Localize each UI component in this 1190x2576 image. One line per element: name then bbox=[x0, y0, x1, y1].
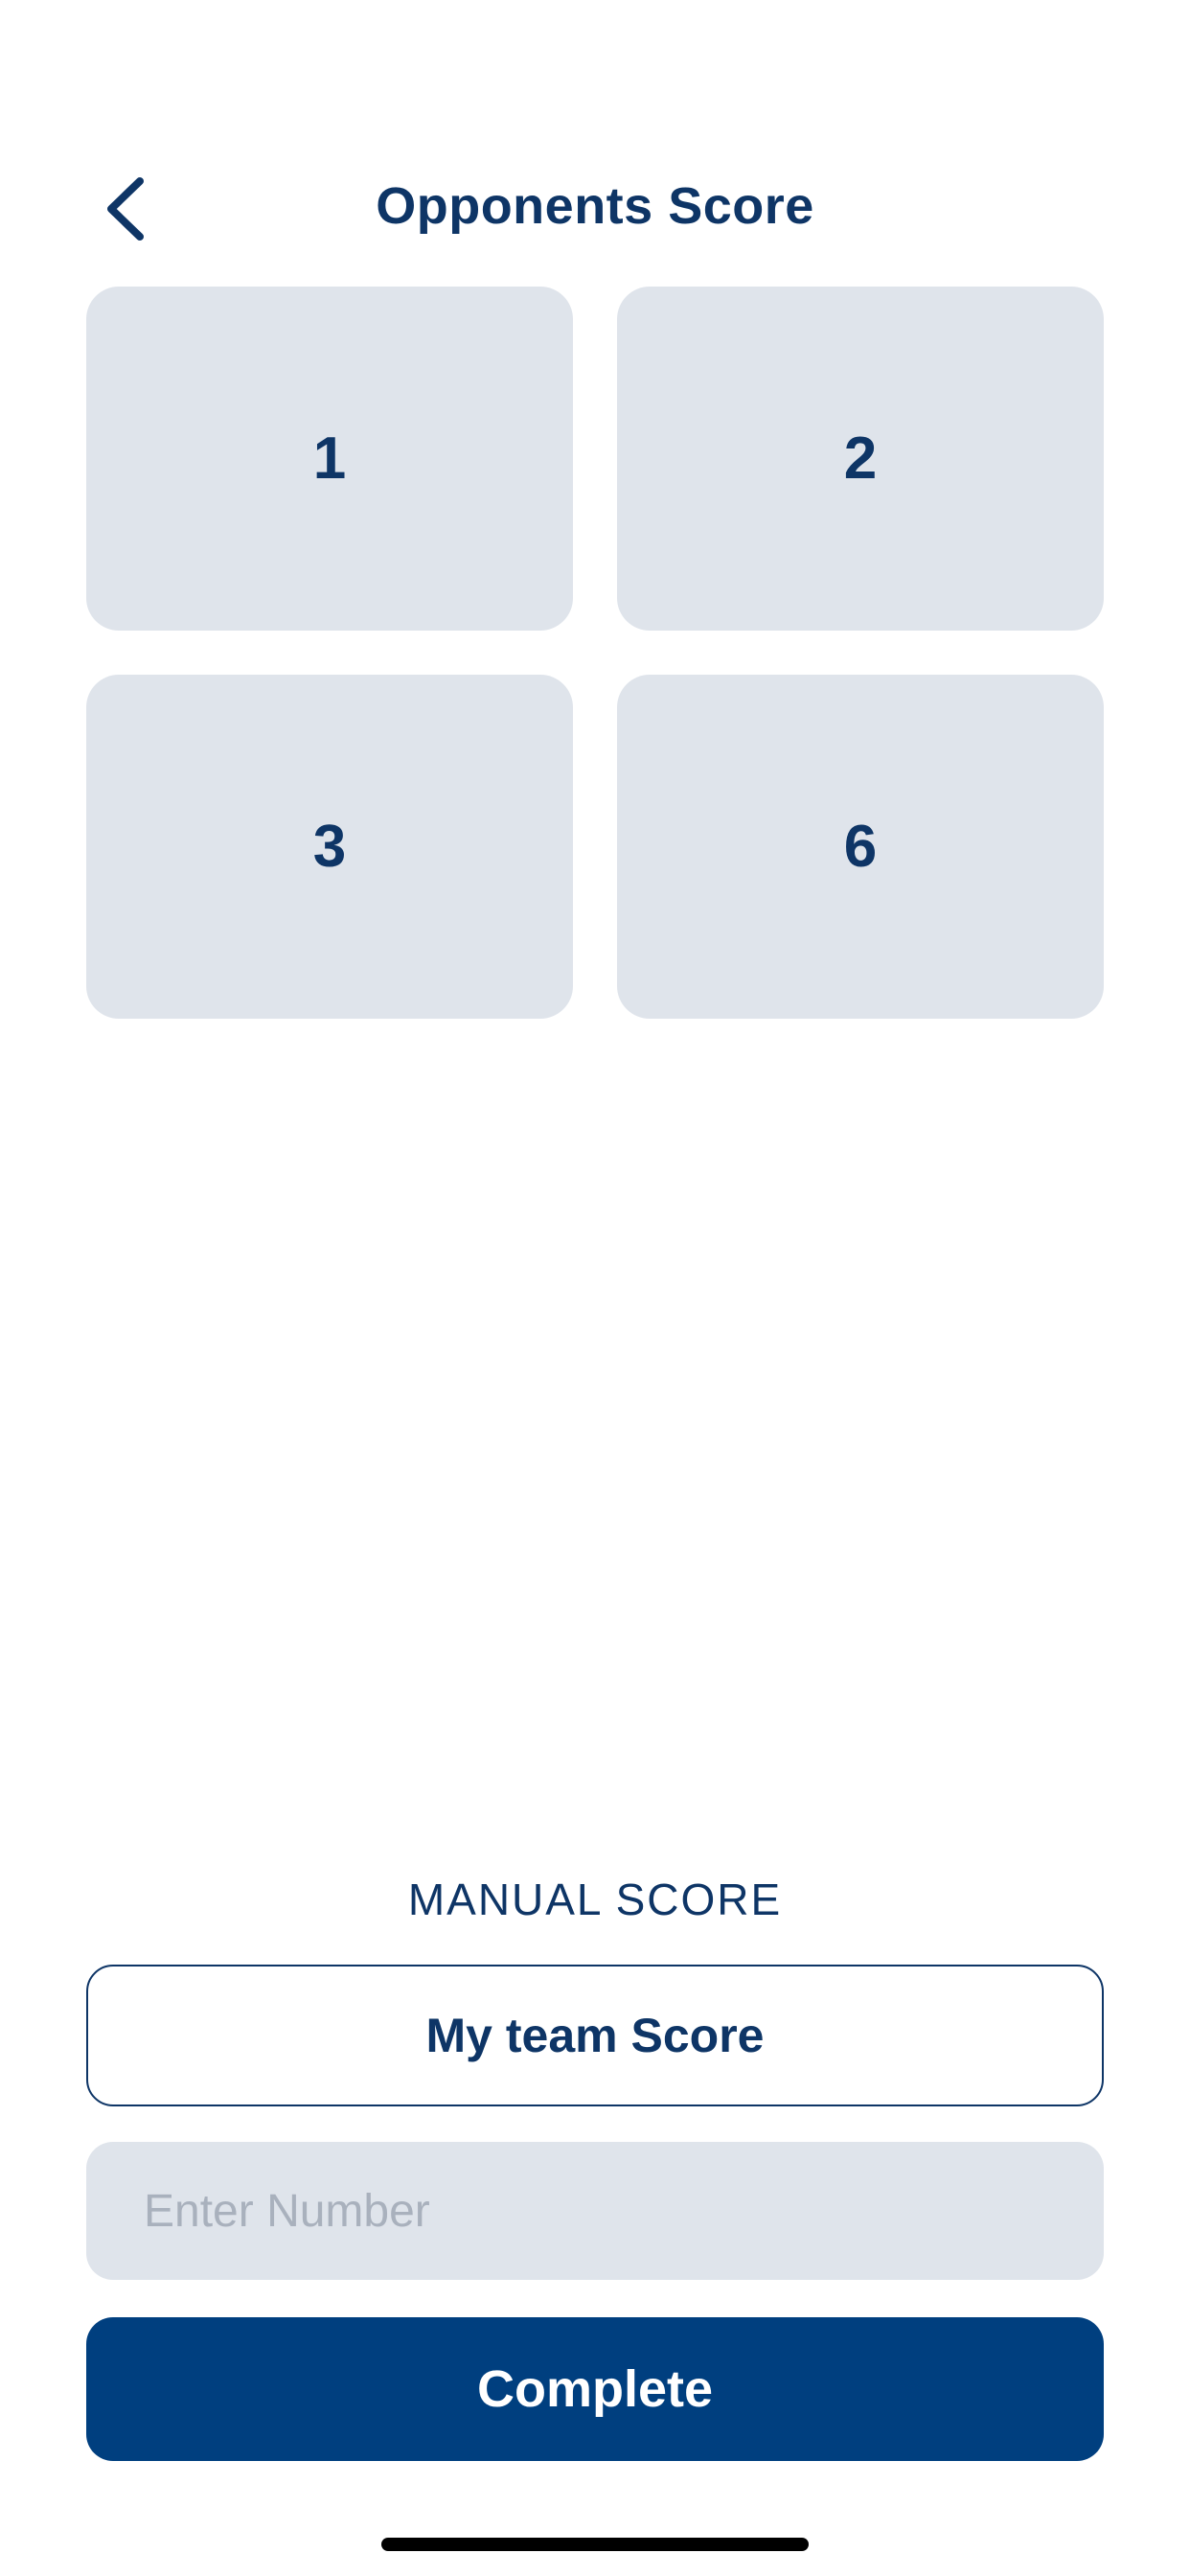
score-button-6[interactable]: 6 bbox=[617, 675, 1104, 1019]
score-button-1[interactable]: 1 bbox=[86, 287, 573, 631]
score-button-3[interactable]: 3 bbox=[86, 675, 573, 1019]
header: Opponents Score bbox=[0, 153, 1190, 259]
chevron-left-icon bbox=[107, 177, 144, 241]
back-button[interactable] bbox=[86, 171, 163, 247]
my-team-score-button[interactable]: My team Score bbox=[86, 1965, 1104, 2106]
home-indicator bbox=[381, 2538, 809, 2551]
number-input[interactable] bbox=[86, 2142, 1104, 2280]
score-grid: 1 2 3 6 bbox=[86, 287, 1104, 1019]
manual-score-label: MANUAL SCORE bbox=[407, 1874, 783, 1924]
page-title: Opponents Score bbox=[376, 177, 814, 235]
complete-button[interactable]: Complete bbox=[86, 2317, 1104, 2461]
score-button-2[interactable]: 2 bbox=[617, 287, 1104, 631]
